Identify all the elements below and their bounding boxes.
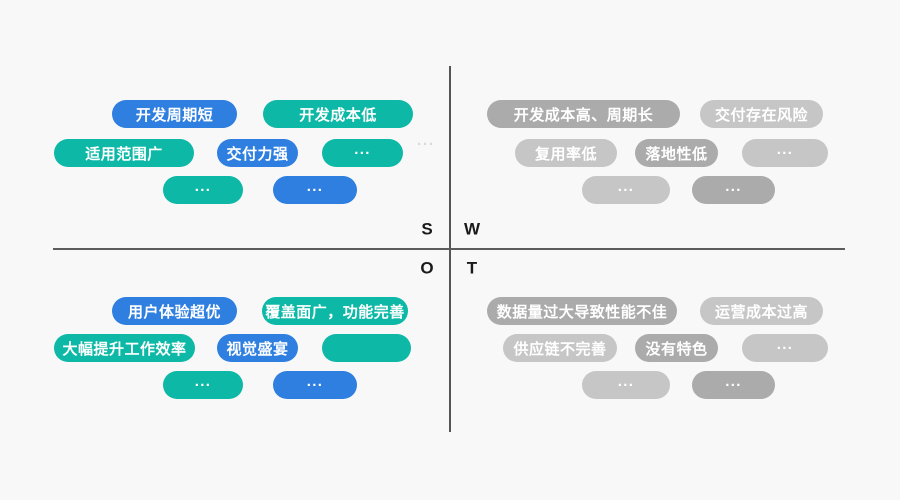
swot-pill-strengths-2: 开发成本低 <box>263 100 413 128</box>
swot-pill-strengths-5: ··· <box>322 139 403 167</box>
swot-pill-threats-5: ··· <box>742 334 828 362</box>
swot-pill-opportunities-6: ··· <box>163 371 243 399</box>
horizontal-axis-line <box>53 248 845 250</box>
swot-pill-weaknesses-1: 开发成本高、周期长 <box>487 100 680 128</box>
swot-pill-strengths-1: 开发周期短 <box>112 100 237 128</box>
swot-pill-opportunities-7: ··· <box>273 371 357 399</box>
swot-pill-strengths-4: 交付力强 <box>217 139 298 167</box>
swot-pill-threats-6: ··· <box>582 371 670 399</box>
swot-pill-strengths-6: ··· <box>163 176 243 204</box>
swot-pill-opportunities-5 <box>322 334 411 362</box>
quadrant-letter-o: O <box>420 258 434 278</box>
swot-pill-weaknesses-3: 复用率低 <box>515 139 617 167</box>
quadrant-letter-t: T <box>466 258 478 278</box>
swot-pill-strengths-7: ··· <box>273 176 357 204</box>
swot-pill-threats-2: 运营成本过高 <box>700 297 823 325</box>
swot-pill-threats-4: 没有特色 <box>635 334 718 362</box>
swot-pill-weaknesses-4: 落地性低 <box>635 139 718 167</box>
quadrant-letter-s: S <box>421 219 433 239</box>
swot-pill-threats-1: 数据量过大导致性能不佳 <box>487 297 677 325</box>
swot-pill-weaknesses-2: 交付存在风险 <box>700 100 823 128</box>
swot-pill-opportunities-1: 用户体验超优 <box>112 297 237 325</box>
swot-pill-opportunities-4: 视觉盛宴 <box>217 334 298 362</box>
swot-pill-weaknesses-7: ··· <box>692 176 775 204</box>
swot-pill-weaknesses-6: ··· <box>582 176 670 204</box>
swot-pill-strengths-3: 适用范围广 <box>54 139 194 167</box>
swot-pill-opportunities-2: 覆盖面广，功能完善 <box>262 297 408 325</box>
swot-pill-threats-7: ··· <box>692 371 775 399</box>
quadrant-letter-w: W <box>463 219 481 239</box>
swot-pill-opportunities-3: 大幅提升工作效率 <box>54 334 195 362</box>
overflow-dots: ··· <box>417 135 435 153</box>
swot-pill-weaknesses-5: ··· <box>742 139 828 167</box>
swot-pill-threats-3: 供应链不完善 <box>503 334 617 362</box>
